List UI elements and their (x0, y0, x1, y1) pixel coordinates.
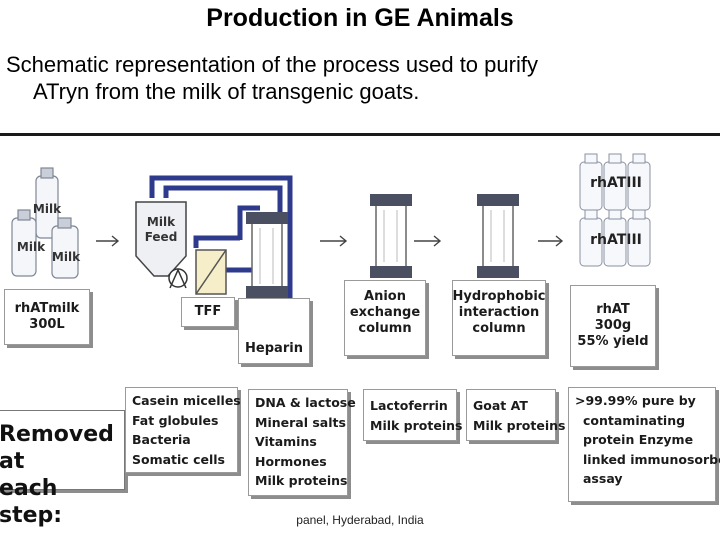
removed-item: contaminating (583, 412, 686, 428)
heparin-box: Heparin (238, 298, 310, 364)
product-bottle-label: rhATIII (590, 175, 642, 191)
removed-step-4-box: Goat AT Milk proteins (466, 389, 566, 441)
removed-step-3-box: Lactoferrin Milk proteins (363, 389, 463, 441)
milk-bottle-label: Milk (33, 202, 62, 216)
removed-item: >99.99% pure by (575, 393, 696, 408)
hydrophobic-column-icon (477, 194, 519, 278)
arrow-icon (414, 235, 442, 247)
product-bottle-icon (579, 153, 603, 211)
product-bottle-label: rhATIII (590, 232, 642, 248)
tff-label: TFF (194, 304, 222, 319)
milk-bottle-icon (11, 209, 37, 277)
arrow-icon (96, 235, 120, 247)
product-box: rhAT 300g 55% yield (570, 285, 656, 367)
source-box: rhATmilk 300L (4, 289, 90, 345)
tank-label: Feed (145, 230, 178, 244)
flow-arrows (96, 235, 564, 247)
hydrophobic-line: interaction (458, 305, 540, 320)
removed-step-2-box: DNA & lactose Mineral salts Vitamins Hor… (248, 389, 356, 496)
removed-label-line: Removed at (0, 422, 114, 474)
removed-step-1-box: Casein micelles Fat globules Bacteria So… (125, 387, 241, 473)
milk-bottle-label: Milk (52, 250, 81, 264)
subtitle: Schematic representation of the process … (6, 51, 711, 105)
arrow-icon (538, 235, 564, 247)
heparin-column-icon (246, 212, 288, 298)
removed-item: Vitamins (255, 434, 317, 449)
divider (0, 133, 720, 136)
removed-item: DNA & lactose (255, 395, 356, 410)
tank-label: Milk (147, 215, 176, 229)
product-bottles (579, 153, 651, 267)
removed-item: Goat AT (473, 398, 528, 413)
removed-item: Bacteria (132, 432, 191, 447)
removed-item: Mineral salts (255, 414, 346, 430)
milk-bottle-icon (35, 167, 59, 239)
removed-item: Hormones (255, 453, 327, 469)
removed-label-line: each step: (0, 476, 63, 528)
milk-bottle-label: Milk (17, 240, 46, 254)
footer-text: panel, Hyderabad, India (296, 513, 424, 527)
removed-item: Fat globules (132, 412, 219, 428)
product-line: 55% yield (577, 334, 649, 349)
hydrophobic-line: column (472, 321, 526, 336)
feed-tank (135, 201, 187, 277)
removed-step-5-box: >99.99% pure by contaminating protein En… (568, 387, 720, 502)
milk-bottle-icon (51, 217, 79, 279)
anion-line: exchange (349, 305, 421, 320)
anion-column-icon (370, 194, 412, 278)
product-line: 300g (594, 318, 632, 333)
milk-bottles (11, 167, 79, 279)
tff-box: TFF (181, 297, 235, 327)
product-bottle-icon (627, 209, 651, 267)
product-bottle-icon (603, 209, 627, 267)
page-title: Production in GE Animals (206, 4, 514, 32)
source-box-line: 300L (29, 317, 65, 332)
removed-item: Somatic cells (132, 451, 225, 467)
subtitle-line-1: Schematic representation of the process … (6, 52, 538, 77)
removed-at-each-step-label: Removed at each step: (0, 410, 125, 528)
removed-item: Lactoferrin (370, 398, 448, 413)
removed-item: assay (583, 471, 623, 486)
subtitle-line-2: ATryn from the milk of transgenic goats. (33, 79, 420, 104)
removed-item: linked immunosorbent (583, 451, 720, 467)
arrow-icon (320, 235, 348, 247)
hydrophobic-interaction-box: Hydrophobic interaction column (452, 280, 546, 356)
anion-line: column (358, 321, 412, 336)
hydrophobic-line: Hydrophobic (452, 289, 546, 304)
removed-item: protein Enzyme (583, 432, 694, 447)
anion-exchange-box: Anion exchange column (344, 280, 426, 356)
pump-icon (168, 268, 188, 289)
removed-item: Milk proteins (255, 473, 348, 488)
removed-item: Casein micelles (132, 393, 241, 408)
removed-item: Milk proteins (370, 417, 463, 433)
tff-cartridge-icon (195, 249, 227, 295)
source-box-line: rhATmilk (14, 301, 80, 316)
heparin-label: Heparin (245, 341, 303, 356)
product-bottle-icon (579, 209, 603, 267)
product-bottle-icon (603, 153, 627, 211)
product-line: rhAT (596, 302, 630, 317)
anion-line: Anion (364, 289, 406, 304)
removed-item: Milk proteins (473, 417, 566, 433)
